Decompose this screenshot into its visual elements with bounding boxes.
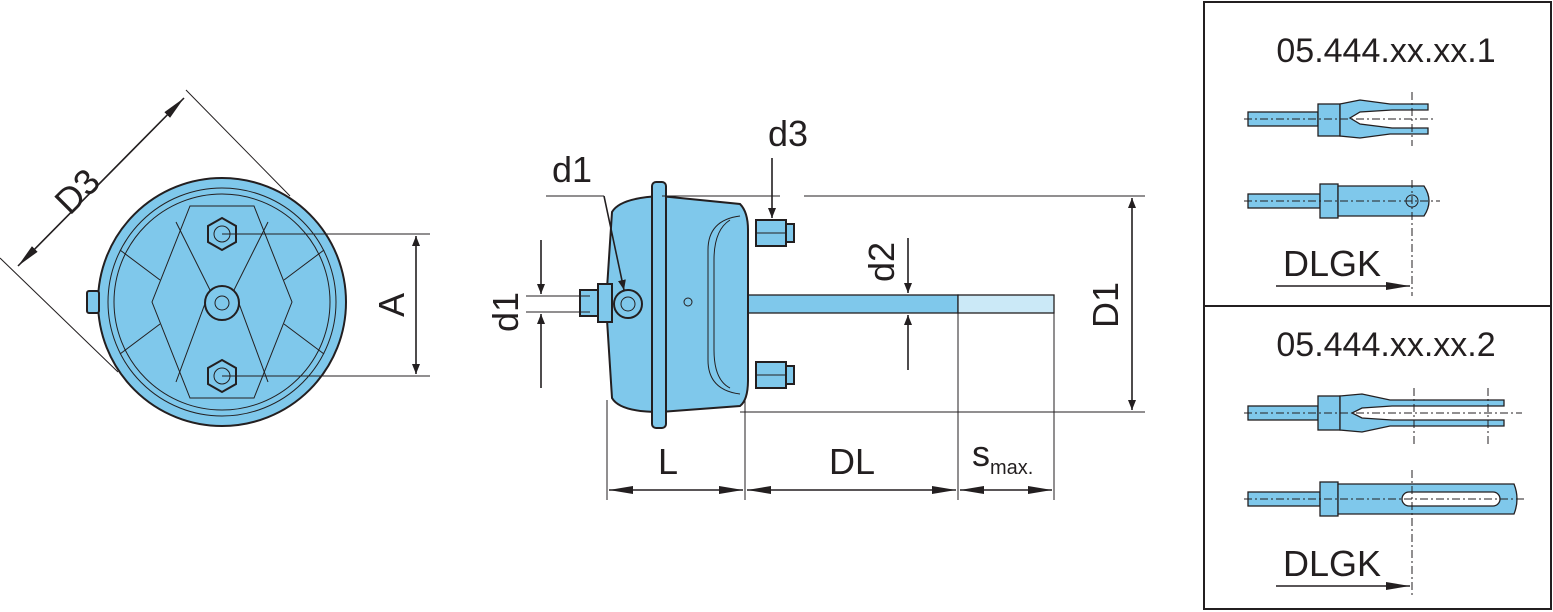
variant-2: 05.444.xx.xx.2 DLGK bbox=[1244, 326, 1524, 596]
label-D1: D1 bbox=[1085, 282, 1126, 328]
label-d2: d2 bbox=[861, 242, 902, 282]
label-D3: D3 bbox=[46, 160, 108, 222]
variant-1-dim-label: DLGK bbox=[1283, 243, 1381, 284]
label-d1-side: d1 bbox=[485, 292, 526, 332]
front-view: D3 A bbox=[0, 89, 430, 427]
variant-2-code: 05.444.xx.xx.2 bbox=[1276, 326, 1495, 364]
side-view: D1 d1 d1 d3 bbox=[485, 113, 1145, 500]
variant-1: 05.444.xx.xx.1 DLGK bbox=[1244, 32, 1496, 296]
variant-1-code: 05.444.xx.xx.1 bbox=[1276, 32, 1495, 70]
label-DL: DL bbox=[829, 441, 875, 482]
push-rod bbox=[743, 294, 959, 314]
label-A: A bbox=[371, 293, 412, 317]
label-d3: d3 bbox=[768, 113, 808, 154]
variants-panel: 05.444.xx.xx.1 DLGK 05.444.xx.xx.2 bbox=[1203, 1, 1552, 610]
variant-2-dim-label: DLGK bbox=[1283, 543, 1381, 584]
push-rod-stroke bbox=[957, 294, 1055, 314]
chamber-housing-side bbox=[604, 194, 749, 414]
label-d1-top: d1 bbox=[552, 149, 592, 190]
label-s: smax. bbox=[972, 433, 1033, 479]
label-L: L bbox=[658, 441, 678, 482]
